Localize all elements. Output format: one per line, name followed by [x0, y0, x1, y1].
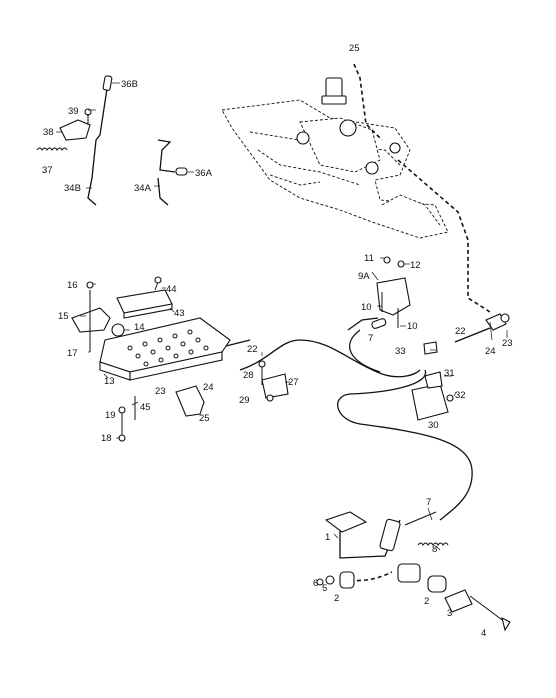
label-25b: 25: [199, 413, 210, 424]
label-37: 37: [42, 165, 53, 176]
label-25-top: 25: [349, 43, 360, 54]
label-39: 39: [68, 106, 79, 117]
label-12: 12: [410, 260, 421, 271]
label-15: 15: [58, 311, 69, 322]
label-10b: 10: [407, 321, 418, 332]
label-8: 8: [432, 544, 437, 555]
label-27: 27: [288, 377, 299, 388]
label-10a: 10: [361, 302, 372, 313]
label-44: 44: [166, 284, 177, 295]
bracket-27: [258, 360, 289, 402]
label-45: 45: [140, 402, 151, 413]
label-16: 16: [67, 280, 78, 291]
label-36a: 36A: [195, 168, 213, 179]
label-24a: 24: [485, 346, 496, 357]
label-28: 28: [243, 370, 254, 381]
foot-platform: [71, 276, 231, 442]
label-22a: 22: [455, 326, 466, 337]
bracket-9a: [371, 256, 438, 355]
label-34b: 34B: [64, 183, 81, 194]
pedal-assembly: [316, 511, 511, 632]
label-33: 33: [395, 346, 406, 357]
label-1: 1: [325, 532, 330, 543]
label-11: 11: [364, 253, 374, 264]
label-30: 30: [428, 420, 439, 431]
label-2a: 2: [334, 593, 339, 604]
label-34a: 34A: [134, 183, 152, 194]
label-29: 29: [239, 395, 250, 406]
label-13: 13: [104, 376, 115, 387]
label-5: 5: [322, 583, 327, 594]
label-32: 32: [455, 390, 466, 401]
label-18: 18: [101, 433, 112, 444]
label-24b: 24: [203, 382, 214, 393]
label-7a: 7: [368, 333, 373, 344]
leader-lines: [56, 82, 508, 551]
bracket-30: [411, 371, 454, 421]
label-7b: 7: [426, 497, 431, 508]
label-3: 3: [447, 608, 452, 619]
label-9a: 9A: [358, 271, 370, 282]
label-38: 38: [43, 127, 54, 138]
label-43: 43: [174, 308, 185, 319]
label-19: 19: [105, 410, 116, 421]
cables: [209, 63, 491, 582]
lever-assembly-a: [157, 139, 188, 206]
lever-assembly-b: [36, 75, 113, 206]
transmission-assembly: [221, 77, 449, 239]
label-17: 17: [67, 348, 78, 359]
label-2b: 2: [424, 596, 429, 607]
label-22b: 22: [247, 344, 258, 355]
label-14: 14: [134, 322, 145, 333]
label-31: 31: [444, 368, 455, 379]
label-4: 4: [481, 628, 486, 639]
label-36b: 36B: [121, 79, 138, 90]
label-23b: 23: [155, 386, 166, 397]
label-6: 6: [313, 578, 318, 589]
part-labels: 25 36B 39 38 37 34B 34A 36A 11 12 9A 10 …: [42, 43, 513, 639]
label-23a: 23: [502, 338, 513, 349]
